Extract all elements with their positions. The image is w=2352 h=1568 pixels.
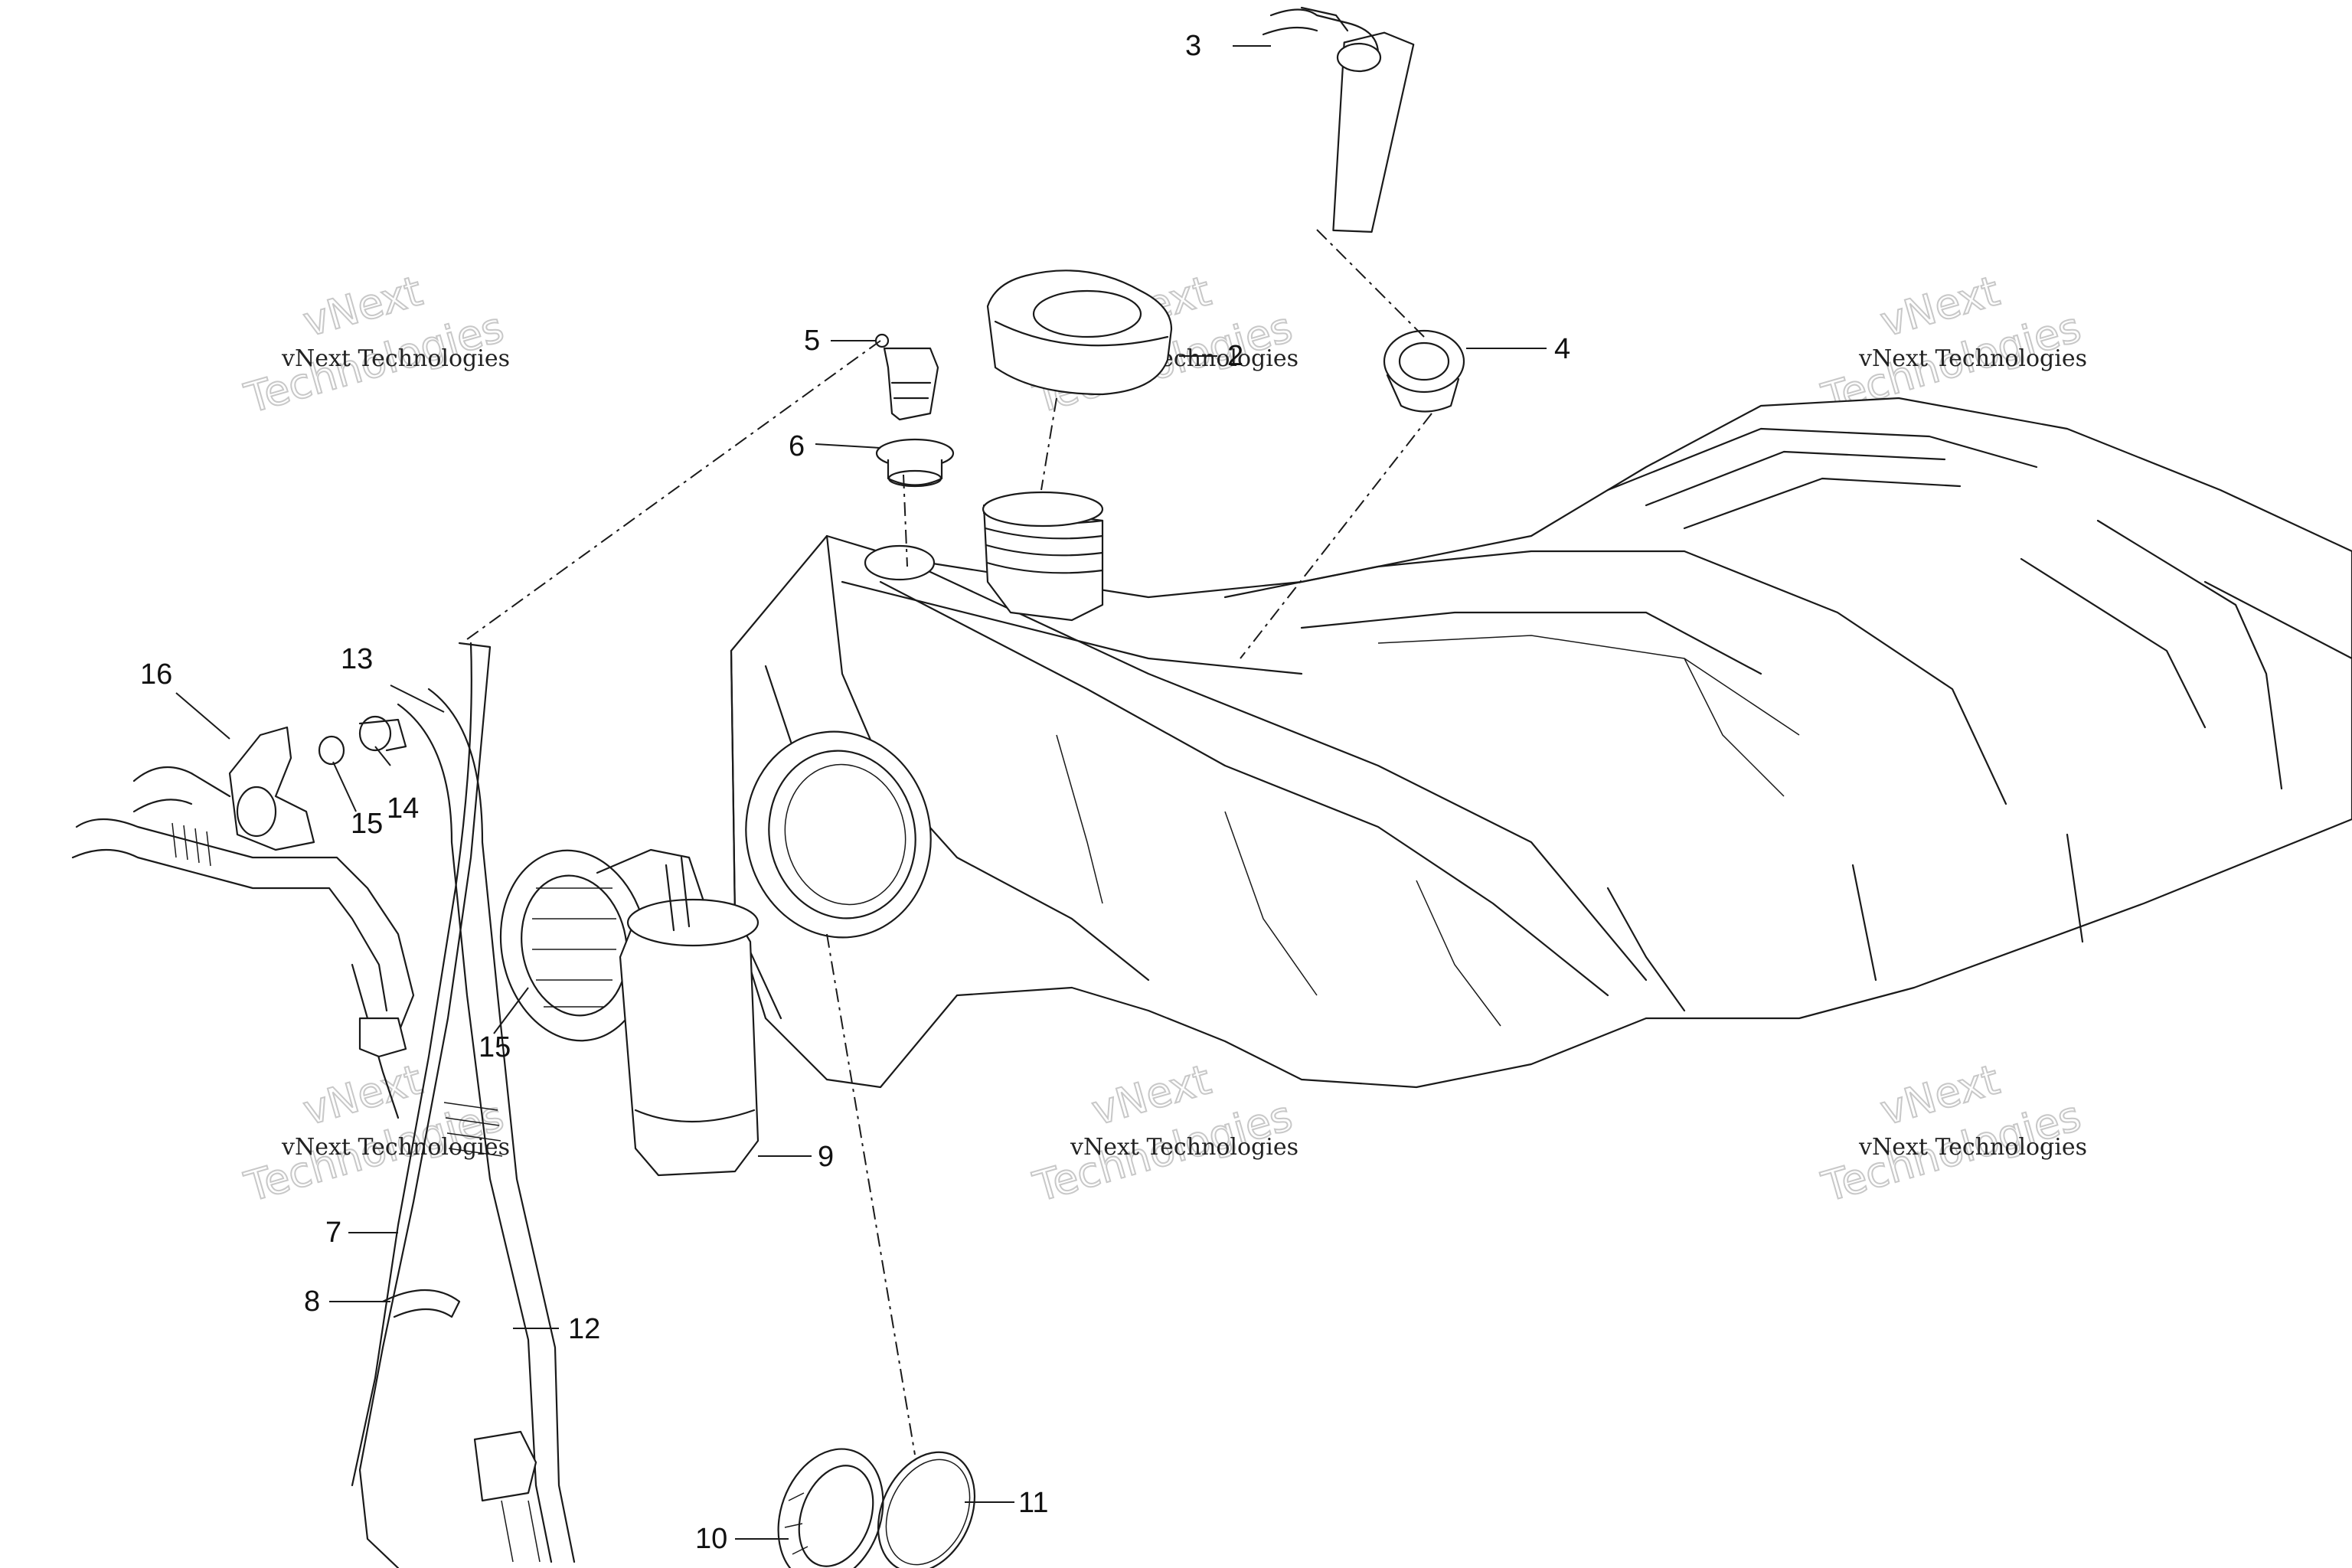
callout-2: 2 <box>1227 340 1243 372</box>
callout-6: 6 <box>789 430 805 462</box>
callout-15: 15 <box>351 808 383 840</box>
o-ring-seal <box>877 1451 976 1568</box>
callout-labels: 1 2 3 4 5 6 7 8 9 10 11 12 13 14 15 15 1… <box>140 30 1570 1555</box>
assembly-lines <box>466 229 1432 1455</box>
callout-13: 13 <box>341 643 373 675</box>
fuel-supply-hose <box>397 688 576 1563</box>
callout-10: 10 <box>695 1523 727 1555</box>
callout-9: 9 <box>818 1141 834 1173</box>
valve-seal <box>875 438 955 488</box>
fuel-tank <box>730 397 2352 1089</box>
vent-valve <box>874 333 939 421</box>
fuel-pump <box>499 848 760 1177</box>
callout-12: 12 <box>568 1313 600 1345</box>
watermark-text: vNext Technologies <box>1070 1134 1298 1161</box>
callout-3: 3 <box>1185 30 1201 62</box>
callout-7: 7 <box>325 1217 341 1249</box>
watermark-text: vNext Technologies <box>1858 345 2087 372</box>
callout-4: 4 <box>1554 333 1570 365</box>
callout-8: 8 <box>304 1285 320 1318</box>
callout-16: 16 <box>140 658 172 691</box>
watermark: vNext Technologies <box>1027 1054 1298 1212</box>
hose-clamp <box>318 715 407 766</box>
fuel-level-sender <box>1262 6 1415 234</box>
watermark: vNext Technologies <box>239 266 510 423</box>
callout-15b: 15 <box>479 1031 511 1063</box>
hose-clip <box>381 1289 461 1318</box>
check-valve <box>228 726 315 851</box>
grommet <box>1383 329 1465 413</box>
watermark-text: vNext Technologies <box>281 1134 510 1161</box>
lock-ring <box>777 1448 884 1568</box>
watermark-text: vNext Technologies <box>1858 1134 2087 1161</box>
watermark-text: vNext Technologies <box>281 345 510 372</box>
watermark: vNext Technologies <box>239 1054 510 1212</box>
watermark: vNext Technologies <box>1816 266 2087 423</box>
callout-leaders <box>175 45 1547 1540</box>
callout-11: 11 <box>1018 1487 1048 1519</box>
filler-cap <box>986 270 1173 396</box>
watermark: vNext Technologies <box>1816 1054 2087 1212</box>
callout-14: 14 <box>387 792 419 825</box>
return-hose <box>71 766 415 1119</box>
callout-5: 5 <box>804 325 820 357</box>
